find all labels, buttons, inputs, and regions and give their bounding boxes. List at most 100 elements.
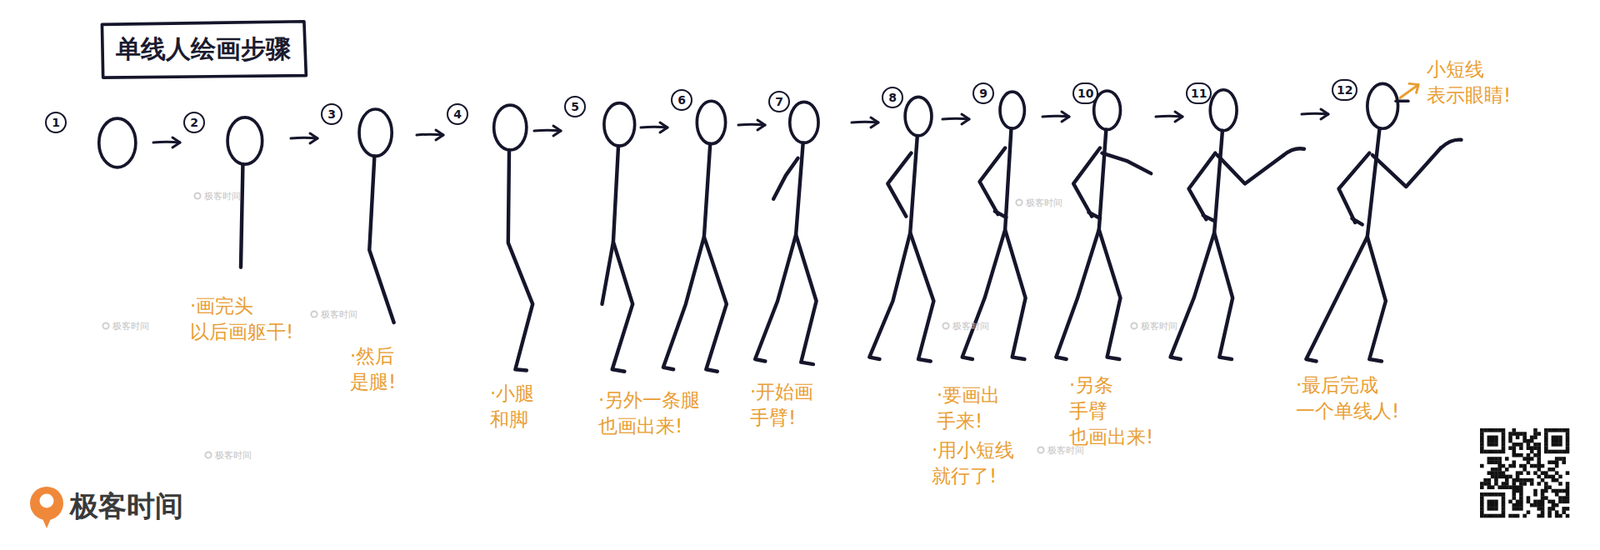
qr-cell — [1558, 439, 1563, 444]
qr-cell — [1494, 442, 1499, 447]
handwritten-note: ·另外一条腿 也画出来! — [598, 387, 715, 440]
qr-cell — [1490, 439, 1495, 444]
watermark: 极客时间 — [1015, 196, 1063, 210]
qr-cell — [1487, 481, 1492, 486]
qr-cell — [1480, 485, 1485, 490]
step-number: 11 — [1185, 82, 1212, 105]
stick-figure-4-part — [508, 150, 533, 370]
qr-cell — [1536, 481, 1541, 486]
qr-cell — [1536, 500, 1541, 505]
qr-cell — [1501, 503, 1506, 508]
qr-cell — [1487, 439, 1492, 444]
qr-cell — [1530, 464, 1535, 469]
watermark: 极客时间 — [310, 308, 358, 321]
stick-figure-11-part — [1189, 153, 1216, 220]
stick-figure-4-part — [494, 105, 527, 150]
qr-cell — [1540, 500, 1545, 505]
qr-cell — [1519, 485, 1524, 490]
qr-cell — [1533, 431, 1538, 436]
qr-cell — [1494, 478, 1499, 483]
qr-cell — [1515, 475, 1520, 480]
watermark-icon-ring — [310, 310, 317, 317]
qr-cell — [1522, 431, 1527, 436]
watermark-icon-ring — [205, 451, 211, 458]
arrow-head — [870, 117, 879, 128]
stick-figure-5 — [601, 103, 635, 372]
qr-cell — [1497, 456, 1502, 461]
qr-cell — [1501, 492, 1506, 497]
qr-cell — [1480, 439, 1485, 444]
qr-cell — [1565, 495, 1570, 500]
stick-figure-12-part — [1351, 218, 1362, 225]
watermark: 极客时间 — [193, 190, 241, 203]
title-holder: 单线人绘画步骤 — [101, 23, 305, 75]
stick-figure-7-part — [790, 101, 819, 143]
qr-cell — [1522, 464, 1527, 469]
qr-cell — [1501, 475, 1506, 480]
step-arrow — [1042, 111, 1070, 122]
arrow-head — [553, 125, 561, 136]
qr-cell — [1544, 435, 1549, 440]
watermark-text: 极客时间 — [112, 320, 150, 333]
arrow-head — [435, 130, 444, 140]
qr-cell — [1565, 442, 1570, 447]
qr-cell — [1515, 506, 1520, 511]
stick-figure-3-part — [369, 155, 394, 323]
qr-cell — [1536, 450, 1541, 455]
qr-cell — [1561, 456, 1566, 461]
step-number: 8 — [881, 86, 904, 109]
qr-cell — [1505, 475, 1510, 480]
qr-cell — [1501, 500, 1506, 505]
step-box: 9 — [969, 79, 1043, 284]
qr-cell — [1536, 464, 1541, 469]
watermark-text: 极客时间 — [1025, 196, 1063, 210]
qr-cell — [1533, 435, 1538, 440]
qr-cell — [1522, 481, 1527, 486]
qr-cell — [1483, 450, 1488, 455]
logo-hole — [40, 494, 55, 509]
step-arrow — [153, 137, 180, 148]
qr-cell — [1487, 500, 1492, 505]
qr-cell — [1544, 439, 1549, 444]
qr-cell — [1494, 506, 1499, 511]
handwritten-note: 小短线 表示眼睛! — [1426, 56, 1527, 109]
arrow-head — [1061, 111, 1070, 122]
step-number: 4 — [446, 103, 469, 125]
qr-cell — [1533, 464, 1538, 469]
logo-text: 极客时间 — [70, 489, 184, 523]
qr-cell — [1512, 453, 1517, 458]
qr-cell — [1512, 428, 1517, 433]
stick-figure-11-part — [1217, 155, 1285, 184]
qr-cell — [1526, 470, 1531, 475]
qr-cell — [1490, 467, 1495, 472]
qr-cell — [1505, 485, 1510, 490]
qr-cell — [1505, 467, 1510, 472]
qr-cell — [1526, 510, 1531, 515]
qr-cell — [1512, 445, 1517, 450]
qr-cell — [1487, 506, 1492, 511]
qr-cell — [1480, 510, 1485, 515]
stick-figure-8-part — [910, 135, 934, 362]
qr-cell — [1530, 435, 1535, 440]
stick-figure-5-part — [604, 103, 635, 146]
qr-cell — [1526, 460, 1531, 465]
watermark-icon-ring — [102, 322, 109, 329]
stick-figure-12-part — [1305, 236, 1367, 361]
stick-figure-8 — [869, 96, 934, 361]
stick-figure-7-part — [755, 235, 796, 362]
brand-logo: 极客时间 — [70, 487, 184, 526]
stick-figure-4 — [494, 105, 534, 370]
qr-cell — [1565, 439, 1570, 444]
qr-cell — [1515, 503, 1520, 508]
watermark-icon-ring — [1130, 322, 1137, 329]
logo-tail — [41, 516, 52, 529]
handwritten-note: ·开始画 手臂! — [750, 379, 825, 431]
qr-cell — [1487, 456, 1492, 461]
qr-cell — [1508, 464, 1513, 469]
qr-cell — [1555, 439, 1560, 444]
qr-cell — [1512, 478, 1517, 483]
qr-cell — [1533, 428, 1538, 433]
qr-cell — [1490, 485, 1495, 490]
watermark-text: 极客时间 — [204, 190, 241, 203]
step-arrow — [738, 120, 765, 130]
